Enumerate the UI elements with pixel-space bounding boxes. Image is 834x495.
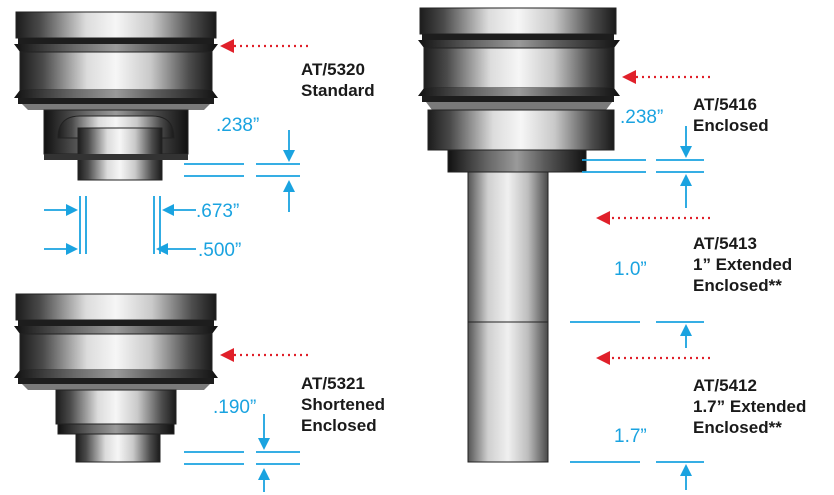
red-arrowhead-icon xyxy=(596,211,610,225)
dimension-238-left: .238” xyxy=(216,115,259,136)
pointer-at5412 xyxy=(596,351,710,365)
blue-arrow-icons-at5416 xyxy=(680,146,692,476)
blue-arrow-icon xyxy=(680,324,692,336)
blue-arrow-icon xyxy=(680,146,692,158)
red-arrowhead-icon xyxy=(220,348,234,362)
dimension-238-right: .238” xyxy=(620,107,663,128)
label-at5320-line1: AT/5320 xyxy=(301,60,365,79)
label-at5321: AT/5321 Shortened Enclosed xyxy=(301,374,390,435)
label-at5413-line3: Enclosed** xyxy=(693,276,782,295)
red-arrowhead-icon xyxy=(622,70,636,84)
part-at5416-drawing xyxy=(418,7,620,463)
label-at5416-line2: Enclosed xyxy=(693,116,769,135)
blue-arrow-icons-at5321 xyxy=(258,438,270,480)
label-at5416-line1: AT/5416 xyxy=(693,95,757,114)
label-at5321-line1: AT/5321 xyxy=(301,374,365,393)
dimension-1-0: 1.0” xyxy=(614,259,647,280)
dimension-lines-at5416 xyxy=(570,126,704,490)
blue-arrow-icon xyxy=(680,464,692,476)
blue-arrow-icon xyxy=(156,243,168,255)
label-at5320-line2: Standard xyxy=(301,81,375,100)
label-at5321-line3: Enclosed xyxy=(301,416,377,435)
dimension-lines-at5320 xyxy=(44,130,300,254)
label-at5413-line1: AT/5413 xyxy=(693,234,757,253)
label-at5412-line1: AT/5412 xyxy=(693,376,757,395)
part-at5320-drawing xyxy=(14,11,218,181)
label-at5321-line2: Shortened xyxy=(301,395,385,414)
blue-arrow-icons-at5320 xyxy=(66,150,295,255)
label-at5412-line2: 1.7” Extended xyxy=(693,397,806,416)
blue-arrow-icon xyxy=(258,438,270,450)
pointer-at5320 xyxy=(220,39,308,53)
dimension-lines-at5321 xyxy=(184,414,300,492)
pointer-at5413 xyxy=(596,211,710,225)
pointer-at5416 xyxy=(622,70,710,84)
part-at5321-drawing xyxy=(14,293,218,463)
dimension-673: .673” xyxy=(196,201,239,222)
blue-arrow-icon xyxy=(162,204,174,216)
label-at5413: AT/5413 1” Extended Enclosed** xyxy=(693,234,797,295)
label-at5416: AT/5416 Enclosed xyxy=(693,95,769,135)
label-at5412: AT/5412 1.7” Extended Enclosed** xyxy=(693,376,811,437)
red-arrowhead-icon xyxy=(596,351,610,365)
label-at5320: AT/5320 Standard xyxy=(301,60,375,100)
pointer-at5321 xyxy=(220,348,308,362)
dimension-190: .190” xyxy=(213,397,256,418)
red-arrowhead-icon xyxy=(220,39,234,53)
blue-arrow-icon xyxy=(66,204,78,216)
blue-arrow-icon xyxy=(283,180,295,192)
blue-arrow-icon xyxy=(680,174,692,186)
blue-arrow-icon xyxy=(258,468,270,480)
label-at5413-line2: 1” Extended xyxy=(693,255,792,274)
blue-arrow-icon xyxy=(66,243,78,255)
blue-arrow-icon xyxy=(283,150,295,162)
label-at5412-line3: Enclosed** xyxy=(693,418,782,437)
dimension-1-7: 1.7” xyxy=(614,426,647,447)
dimension-500: .500” xyxy=(198,240,241,261)
